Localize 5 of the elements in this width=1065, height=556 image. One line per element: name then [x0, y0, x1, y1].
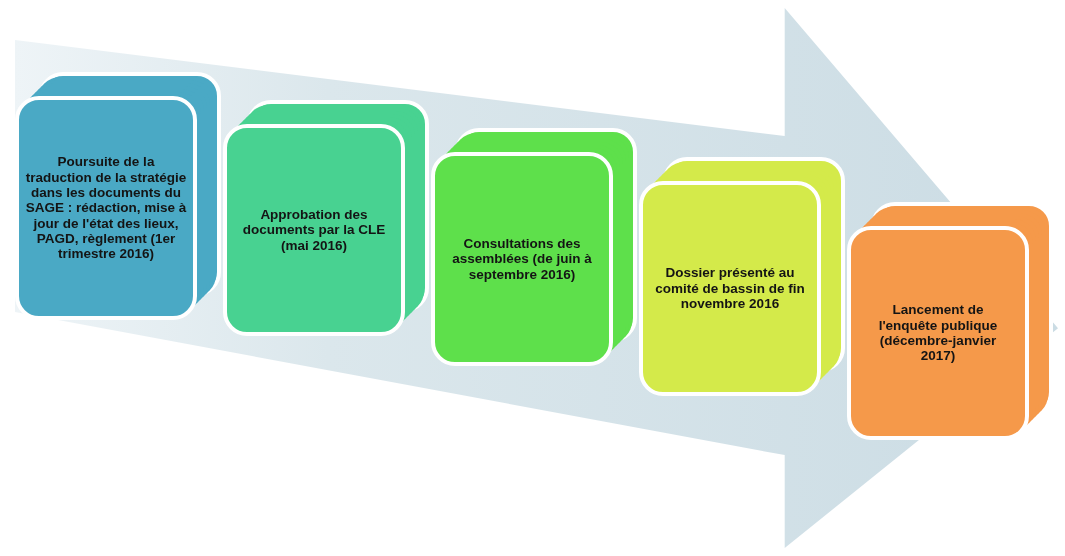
step-label: Dossier présenté au comité de bassin de fin novembre 2016	[655, 265, 805, 312]
step-label: Lancement de l'enquête publique (décembre-janvier 2017)	[877, 302, 999, 364]
step-label: Poursuite de la traduction de la stratégie dans les documents du SAGE : rédaction, mise à jour de l'état des lieux, PAGD, règlement (1er trimestre 2016)	[24, 154, 188, 262]
step-label: Approbation des documents par la CLE (mai 2016)	[241, 206, 387, 254]
step-label: Consultations des assemblées (de juin à septembre 2016)	[451, 235, 593, 283]
